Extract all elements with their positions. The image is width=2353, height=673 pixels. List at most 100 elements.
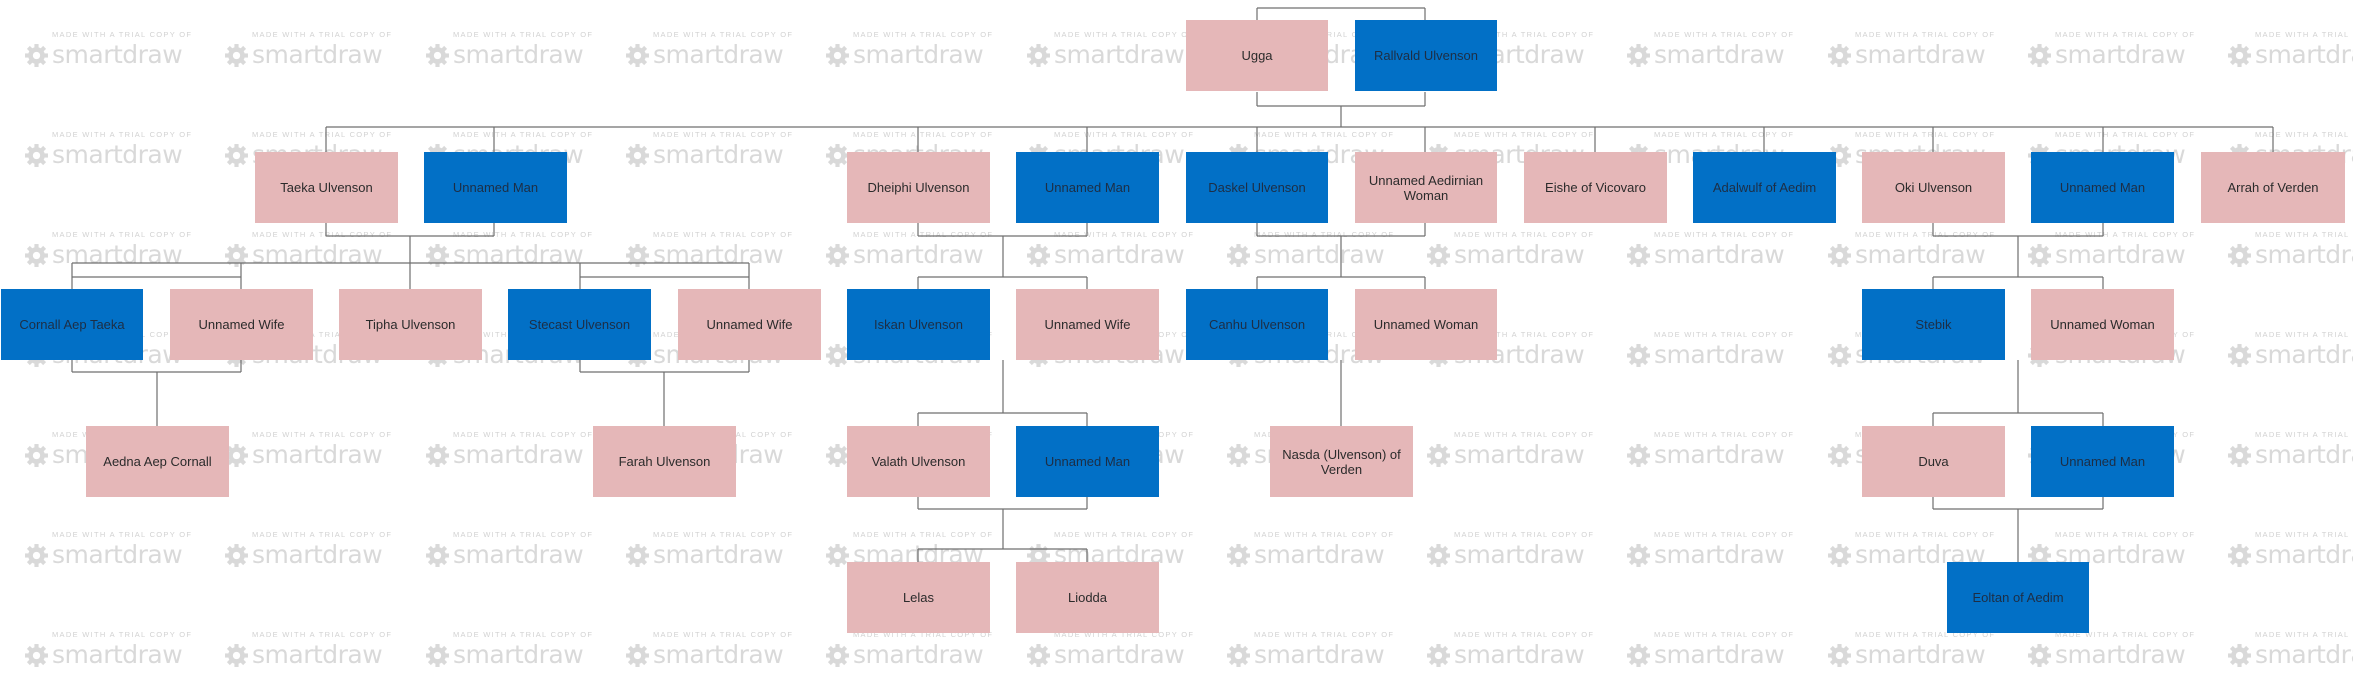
watermark-logo-text: smartdraw: [2255, 240, 2353, 269]
person-box-nasda[interactable]: Nasda (Ulvenson) of Verden: [1270, 426, 1413, 497]
person-name: Eishe of Vicovaro: [1545, 180, 1646, 195]
person-box-unnamed-man-4[interactable]: Unnamed Man: [1016, 426, 1159, 497]
person-box-taeka[interactable]: Taeka Ulvenson: [255, 152, 398, 223]
person-box-farah[interactable]: Farah Ulvenson: [593, 426, 736, 497]
connector: [579, 360, 750, 426]
person-box-daskel[interactable]: Daskel Ulvenson: [1186, 152, 1328, 223]
watermark-logo-text: smartdraw: [252, 240, 383, 269]
person-box-unnamed-wife-2[interactable]: Unnamed Wife: [678, 289, 821, 360]
person-box-unnamed-man-1[interactable]: Unnamed Man: [424, 152, 567, 223]
person-name: Farah Ulvenson: [618, 454, 711, 469]
watermark-logo-text: smartdraw: [1654, 640, 1785, 669]
person-name: Unnamed Woman: [2050, 317, 2155, 332]
person-name: Canhu Ulvenson: [1208, 317, 1306, 332]
watermark-trial-text: MADE WITH A TRIAL COPY OF: [1254, 630, 1395, 639]
person-box-rallvald[interactable]: Rallvald Ulvenson: [1355, 20, 1497, 91]
watermark-trial-text: MADE WITH A TRIAL COPY OF: [2255, 630, 2353, 639]
smartdraw-logo-icon: [224, 143, 249, 168]
watermark-logo-text: smartdraw: [2255, 40, 2353, 69]
person-name: Arrah of Verden: [2227, 180, 2319, 195]
person-box-tipha[interactable]: Tipha Ulvenson: [339, 289, 482, 360]
person-box-stecast[interactable]: Stecast Ulvenson: [508, 289, 651, 360]
watermark-trial-text: MADE WITH A TRIAL COPY OF: [1454, 130, 1595, 139]
person-name: Nasda (Ulvenson) of Verden: [1282, 446, 1401, 477]
person-box-adalwulf[interactable]: Adalwulf of Aedim: [1693, 152, 1836, 223]
person-box-iskan[interactable]: Iskan Ulvenson: [847, 289, 990, 360]
watermark-trial-text: MADE WITH A TRIAL COPY OF: [2255, 30, 2353, 39]
smartdraw-logo-icon: [1626, 443, 1651, 468]
person-name: Unnamed Man: [2059, 180, 2146, 195]
person-box-unnamed-wife-3[interactable]: Unnamed Wife: [1016, 289, 1159, 360]
connector: [71, 360, 242, 426]
watermark-trial-text: MADE WITH A TRIAL COPY OF: [252, 230, 393, 239]
person-name: Lelas: [902, 590, 935, 605]
person-box-unnamed-man-5[interactable]: Unnamed Man: [2031, 426, 2174, 497]
person-box-unnamed-woman-1[interactable]: Unnamed Woman: [1355, 289, 1497, 360]
person-box-unnamed-aedirnian-woman[interactable]: Unnamed Aedirnian Woman: [1355, 152, 1497, 223]
watermark-trial-text: MADE WITH A TRIAL COPY OF: [453, 130, 594, 139]
person-box-valath[interactable]: Valath Ulvenson: [847, 426, 990, 497]
watermark-logo-text: smartdraw: [1054, 640, 1185, 669]
person-box-cornall[interactable]: Cornall Aep Taeka: [1, 289, 143, 360]
person-name: Stebik: [1915, 317, 1952, 332]
smartdraw-logo-icon: [24, 143, 49, 168]
person-box-canhu[interactable]: Canhu Ulvenson: [1186, 289, 1328, 360]
person-box-unnamed-man-3[interactable]: Unnamed Man: [2031, 152, 2174, 223]
person-box-dheiphi[interactable]: Dheiphi Ulvenson: [847, 152, 990, 223]
person-box-unnamed-woman-2[interactable]: Unnamed Woman: [2031, 289, 2174, 360]
person-box-unnamed-man-2[interactable]: Unnamed Man: [1016, 152, 1159, 223]
watermark-logo-text: smartdraw: [52, 240, 183, 269]
watermark-trial-text: MADE WITH A TRIAL COPY OF: [1654, 230, 1795, 239]
smartdraw-logo-icon: [24, 243, 49, 268]
person-name: Unnamed Aedirnian Woman: [1368, 172, 1484, 203]
watermark-trial-text: MADE WITH A TRIAL COPY OF: [52, 230, 193, 239]
person-box-unnamed-wife-1[interactable]: Unnamed Wife: [170, 289, 313, 360]
person-box-lelas[interactable]: Lelas: [847, 562, 990, 633]
person-box-arrah[interactable]: Arrah of Verden: [2201, 152, 2345, 223]
person-name: Taeka Ulvenson: [280, 180, 373, 195]
watermark-trial-text: MADE WITH A TRIAL COPY OF: [853, 530, 994, 539]
person-name: Unnamed Woman: [1373, 317, 1479, 332]
person-box-oki[interactable]: Oki Ulvenson: [1862, 152, 2005, 223]
watermark-logo-text: smartdraw: [2055, 40, 2186, 69]
person-box-liodda[interactable]: Liodda: [1016, 562, 1159, 633]
watermark-trial-text: MADE WITH A TRIAL COPY OF: [453, 430, 594, 439]
watermark-logo-text: smartdraw: [252, 640, 383, 669]
watermark-logo-text: smartdraw: [653, 40, 784, 69]
watermark-logo-text: smartdraw: [52, 140, 183, 169]
person-box-aedna[interactable]: Aedna Aep Cornall: [86, 426, 229, 497]
person-box-eoltan[interactable]: Eoltan of Aedim: [1947, 562, 2089, 633]
watermark-trial-text: MADE WITH A TRIAL COPY OF: [1454, 530, 1595, 539]
smartdraw-logo-icon: [425, 443, 450, 468]
smartdraw-logo-icon: [1626, 543, 1651, 568]
watermark-trial-text: MADE WITH A TRIAL COPY OF: [2055, 130, 2196, 139]
watermark-trial-text: MADE WITH A TRIAL COPY OF: [2055, 30, 2196, 39]
person-box-ugga[interactable]: Ugga: [1186, 20, 1328, 91]
person-name: Unnamed Man: [2059, 454, 2146, 469]
person-box-stebik[interactable]: Stebik: [1862, 289, 2005, 360]
watermark-trial-text: MADE WITH A TRIAL COPY OF: [252, 430, 393, 439]
person-name: Aedna Aep Cornall: [103, 454, 212, 469]
person-box-eishe[interactable]: Eishe of Vicovaro: [1524, 152, 1667, 223]
person-box-duva[interactable]: Duva: [1862, 426, 2005, 497]
watermark-trial-text: MADE WITH A TRIAL COPY OF: [853, 230, 994, 239]
connector: [1256, 223, 1426, 289]
smartdraw-logo-icon: [1827, 443, 1852, 468]
watermark-logo-text: smartdraw: [1454, 440, 1585, 469]
watermark-logo-text: smartdraw: [1254, 240, 1385, 269]
